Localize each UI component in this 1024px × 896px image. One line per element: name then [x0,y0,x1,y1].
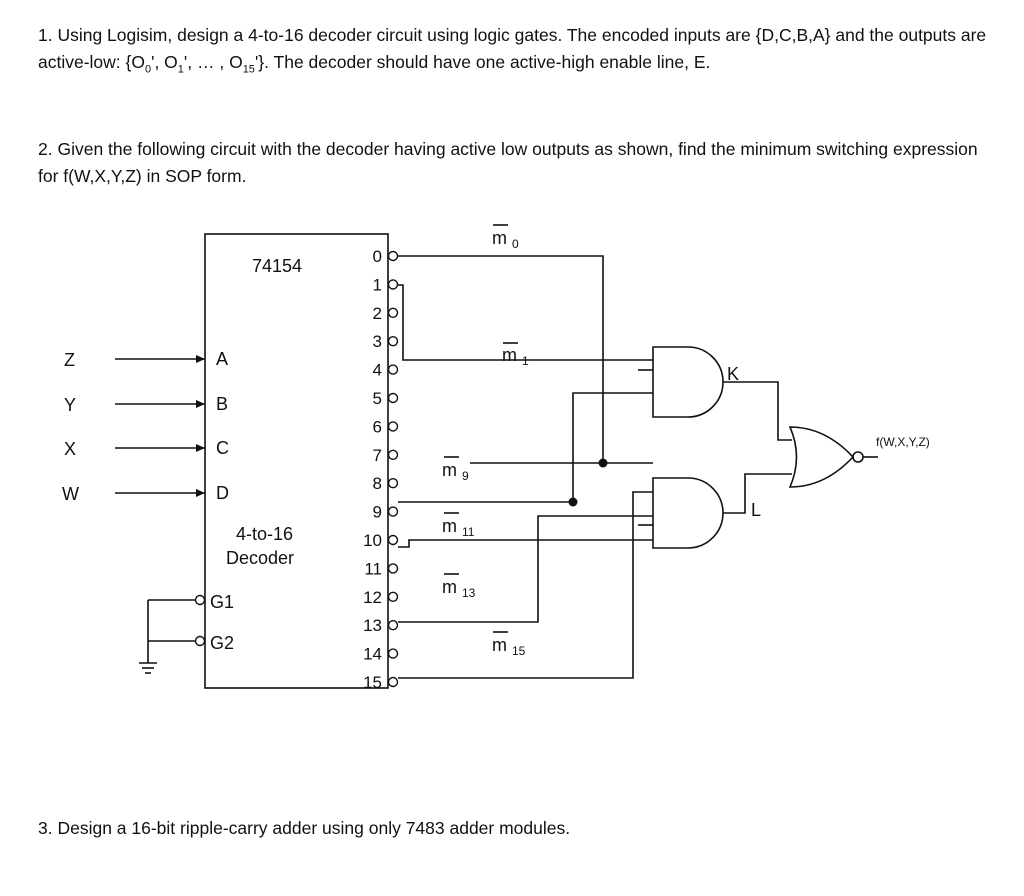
output-bubble-6 [387,421,399,432]
output-bubble-8 [387,478,399,489]
output-bubble-4 [387,364,399,375]
nor-gate [788,426,855,488]
output-number-15: 15 [363,673,382,692]
minterm-m1-sub: 1 [522,354,529,368]
minterm-m11-letter: m [442,516,457,536]
q1-text-mid2: ', … , O [183,52,243,72]
output-number-2: 2 [373,304,382,323]
output-number-11: 11 [364,559,382,578]
minterm-m9-sub: 9 [462,469,469,483]
output-number-1: 1 [373,275,382,294]
signal-y-label: Y [64,395,76,415]
q1-subscript-15: 15 [242,63,255,76]
decoder-box [204,233,389,689]
enable-g2-label: G2 [210,633,234,653]
wire-k [723,381,792,441]
question-3: 3. Design a 16-bit ripple-carry adder us… [38,818,571,838]
output-bubble-3 [387,335,399,347]
output-number-10: 10 [363,531,382,550]
minterm-m0-letter: m [492,228,507,248]
and-gate-k [652,346,724,418]
output-bubble-15 [387,676,399,688]
minterm-m0-sub: 0 [512,237,519,251]
and-gate-l [652,477,724,549]
pin-a-label: A [216,349,228,369]
output-number-0: 0 [373,247,382,266]
output-number-13: 13 [363,616,382,635]
output-bubble-5 [387,392,399,404]
junction-dot-2 [568,497,578,507]
pin-c-label: C [216,438,229,458]
minterm-m1-letter: m [502,345,517,365]
signal-z-label: Z [64,350,75,370]
output-number-3: 3 [373,332,382,351]
chip-name: 74154 [252,256,302,276]
wire-l [723,473,792,514]
gate-l-label: L [751,500,761,520]
pin-d-label: D [216,483,229,503]
output-bubble-11 [387,563,399,574]
decoder-circuit-diagram: 74154 4-to-16 Decoder 012345678910111213… [62,224,930,692]
output-number-4: 4 [373,361,382,380]
output-number-5: 5 [373,389,382,408]
chip-type-line2: Decoder [226,548,294,568]
output-bubble-14 [387,648,399,659]
output-number-9: 9 [373,503,382,522]
output-number-12: 12 [363,588,382,607]
wire-m13 [398,515,653,623]
signal-x-label: X [64,439,76,459]
q1-subscript-1: 1 [177,63,184,76]
q1-text-lead: 1. Using Logisim, design a 4-to-16 decod… [38,25,987,72]
minterm-m11-sub: 11 [462,525,475,539]
minterm-m13-sub: 13 [462,586,476,600]
wire-m9 [398,392,653,503]
minterm-m15-letter: m [492,635,507,655]
junction-dot-1 [598,458,608,468]
question-2: 2. Given the following circuit with the … [38,139,978,186]
output-function-label: f(W,X,Y,Z) [876,435,930,449]
output-bubble-7 [387,449,399,461]
output-bubble-2 [387,307,399,319]
q1-subscript-0: 0 [144,63,152,76]
chip-type-line1: 4-to-16 [236,524,293,544]
output-number-6: 6 [373,417,382,436]
wire-m1 [398,284,653,361]
output-number-7: 7 [373,446,382,465]
gate-k-label: K [727,364,739,384]
output-bubble-12 [387,591,399,602]
nor-bubble [852,451,864,463]
output-bubble-0 [387,250,399,262]
wire-m11 [398,539,653,548]
wire-m15 [398,491,653,679]
g2-bubble [194,635,206,647]
question-1: 1. Using Logisim, design a 4-to-16 decod… [38,22,998,76]
q1-text-tail: '}. The decoder should have one active-h… [254,52,711,72]
minterm-m13-letter: m [442,577,457,597]
output-bubble-10 [387,534,399,546]
signal-w-label: W [62,484,79,504]
output-number-14: 14 [363,645,382,664]
output-bubble-1 [387,279,399,290]
output-bubble-9 [387,506,399,517]
pin-b-label: B [216,394,228,414]
g1-bubble [194,594,206,606]
output-bubble-13 [387,620,399,631]
enable-g1-label: G1 [210,592,234,612]
q1-text-mid1: ', O [151,52,178,72]
output-number-8: 8 [373,474,382,493]
minterm-m15-sub: 15 [512,644,526,658]
minterm-m9-letter: m [442,460,457,480]
